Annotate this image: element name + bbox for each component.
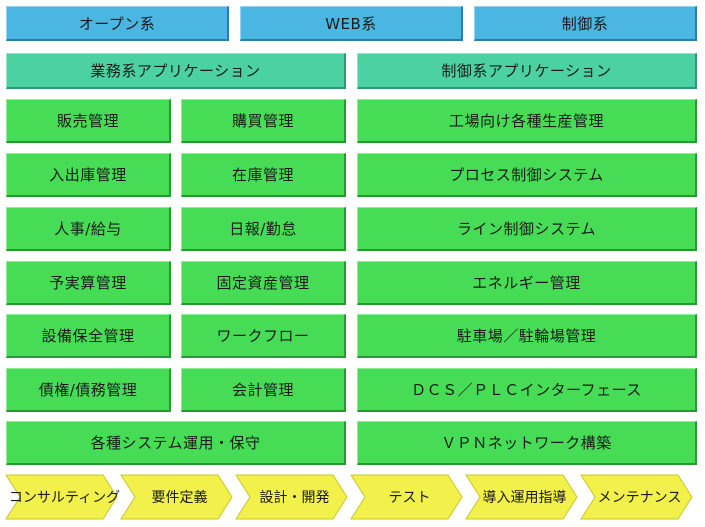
- item-stock: 在庫管理: [181, 153, 346, 197]
- item-hr-payroll: 人事/給与: [6, 207, 171, 251]
- process-step-label: 設計・開発: [260, 490, 330, 506]
- item-dcs-plc: ＤＣＳ／ＰＬＣインターフェース: [357, 368, 697, 412]
- item-sales: 販売管理: [6, 99, 171, 143]
- item-budget: 予実算管理: [6, 261, 171, 305]
- item-inventory-io: 入出庫管理: [6, 153, 171, 197]
- item-receivables: 債権/債務管理: [6, 368, 171, 412]
- item-accounting: 会計管理: [181, 368, 346, 412]
- item-equipment-maintenance: 設備保全管理: [6, 314, 171, 358]
- item-line-control: ライン制御システム: [357, 207, 697, 251]
- item-energy: エネルギー管理: [357, 261, 697, 305]
- item-process-control: プロセス制御システム: [357, 153, 697, 197]
- category-control: 制御系: [474, 6, 697, 41]
- item-system-operations: 各種システム運用・保守: [6, 421, 346, 465]
- item-vpn: ＶＰＮネットワーク構築: [357, 421, 697, 465]
- process-step-arrow: [465, 474, 578, 520]
- process-flow: コンサルティング 要件定義 設計・開発 テスト 導入運用指導 メンテナンス: [5, 474, 693, 520]
- process-step-arrow: [235, 474, 348, 520]
- process-step-arrow: [120, 474, 233, 520]
- process-step-label: 要件定義: [152, 489, 208, 506]
- process-step-label: コンサルティング: [9, 490, 120, 506]
- process-step-label: 導入運用指導: [483, 490, 567, 506]
- item-purchase: 購買管理: [181, 99, 346, 143]
- item-factory-production: 工場向け各種生産管理: [357, 99, 697, 143]
- process-step-label: メンテナンス: [598, 490, 682, 506]
- business-apps-header: 業務系アプリケーション: [6, 53, 346, 89]
- item-parking: 駐車場／駐輪場管理: [357, 314, 697, 358]
- category-web: WEB系: [240, 6, 463, 41]
- process-step-arrow: [580, 474, 693, 520]
- control-apps-header: 制御系アプリケーション: [357, 53, 697, 89]
- item-daily-report: 日報/勤怠: [181, 207, 346, 251]
- item-workflow: ワークフロー: [181, 314, 346, 358]
- item-fixed-assets: 固定資産管理: [181, 261, 346, 305]
- category-open: オープン系: [6, 6, 229, 41]
- process-step-arrow: [350, 474, 463, 520]
- process-step-label: テスト: [389, 490, 431, 506]
- process-step-arrow: [5, 474, 118, 520]
